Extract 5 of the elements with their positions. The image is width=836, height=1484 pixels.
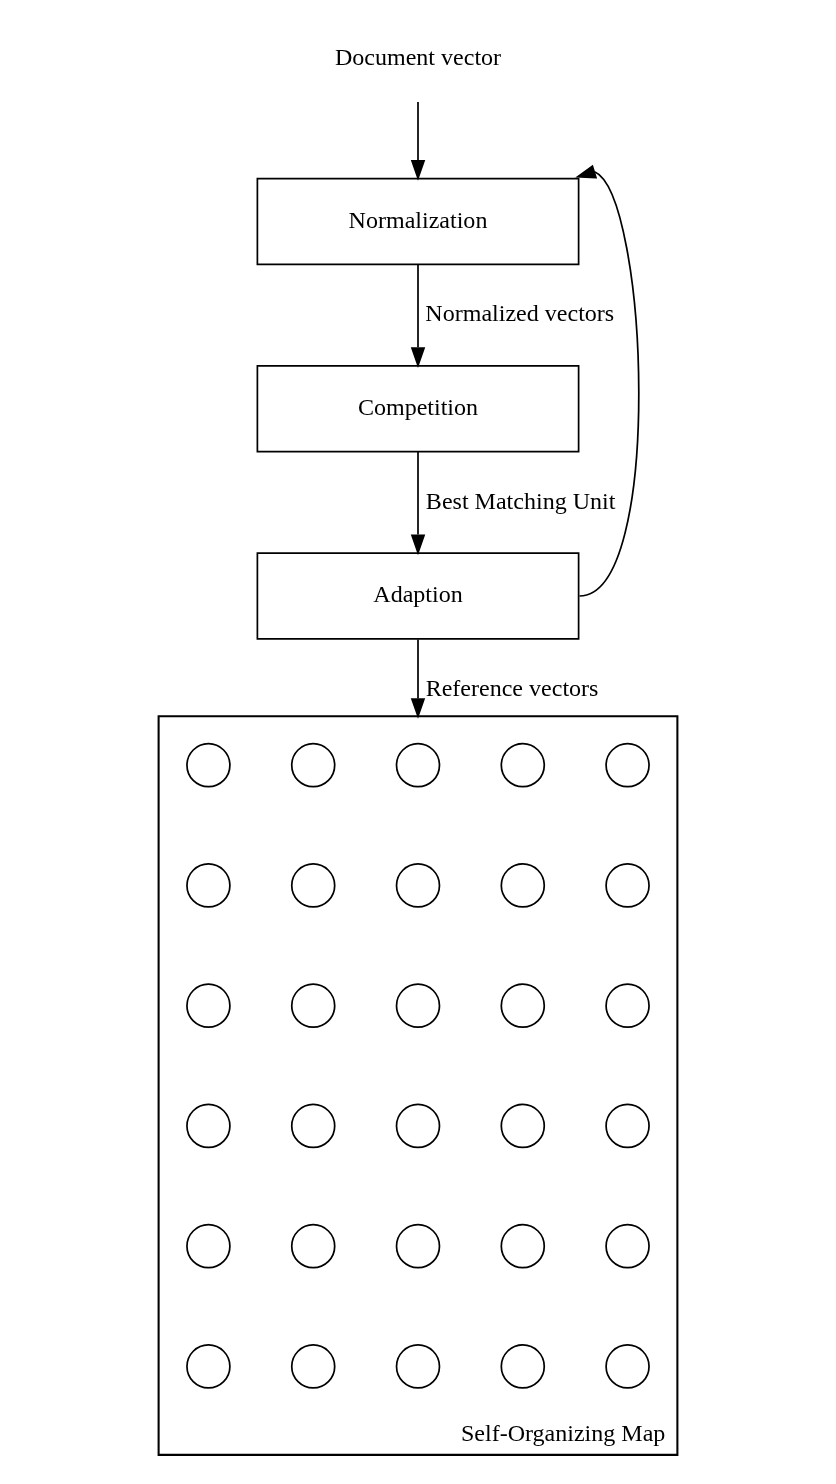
edge-label: Normalized vectors [425,300,615,327]
node-label: Self-Organizing Map [460,1420,666,1447]
node-text: Document vector [334,43,502,70]
edge-label: Reference vectors [425,674,599,701]
edge-label: Best Matching Unit [425,487,616,514]
